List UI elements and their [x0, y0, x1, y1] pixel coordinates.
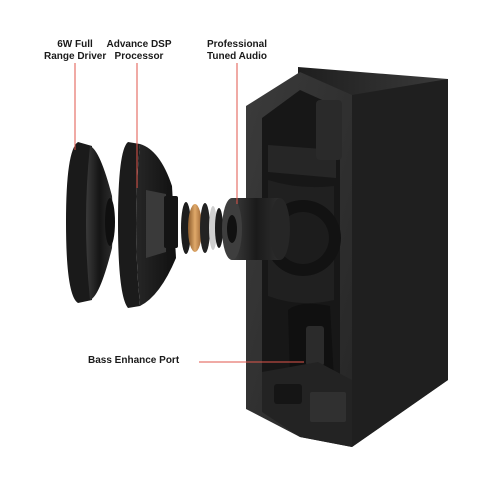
washer-4	[215, 208, 223, 248]
housing-side-face	[352, 79, 448, 447]
callout-audio-line2: Tuned Audio	[207, 51, 267, 62]
callout-label-bass: Bass Enhance Port	[88, 355, 198, 367]
tuned-audio-magnet	[222, 198, 290, 260]
dsp-processor-frame	[118, 142, 178, 308]
frame-rim	[118, 142, 140, 308]
driver-cone	[86, 146, 113, 300]
magnet-back	[270, 198, 290, 260]
washer-2	[200, 203, 210, 253]
driver-surround	[66, 142, 92, 303]
washer-3	[209, 206, 217, 250]
callout-driver-line1: 6W Full	[57, 39, 93, 50]
callout-label-dsp: Advance DSP Processor	[104, 39, 174, 63]
callout-lines	[74, 63, 304, 363]
housing-top-block	[316, 100, 342, 160]
callout-bass-text: Bass Enhance Port	[88, 355, 180, 366]
washer-1	[181, 202, 191, 254]
housing-base	[262, 362, 352, 447]
copper-coil	[188, 204, 202, 252]
voice-coil-assembly	[181, 202, 223, 254]
frame-window	[146, 190, 166, 258]
callout-label-audio: Professional Tuned Audio	[205, 39, 269, 63]
callout-dsp-line1: Advance DSP	[106, 39, 172, 50]
callout-driver-line2: Range Driver	[44, 51, 107, 62]
callout-label-driver: 6W Full Range Driver	[44, 39, 106, 63]
housing-driver-mount-inner	[277, 212, 329, 264]
bass-port-tube	[306, 326, 324, 366]
full-range-driver	[66, 142, 115, 303]
callout-audio-line1: Professional	[206, 39, 268, 50]
callout-dsp-line2: Processor	[114, 51, 164, 62]
frame-back	[164, 196, 178, 248]
housing-base-slot	[274, 384, 302, 404]
housing-label-plate	[310, 392, 346, 422]
magnet-center	[227, 215, 237, 243]
driver-dust-cap	[105, 198, 115, 246]
